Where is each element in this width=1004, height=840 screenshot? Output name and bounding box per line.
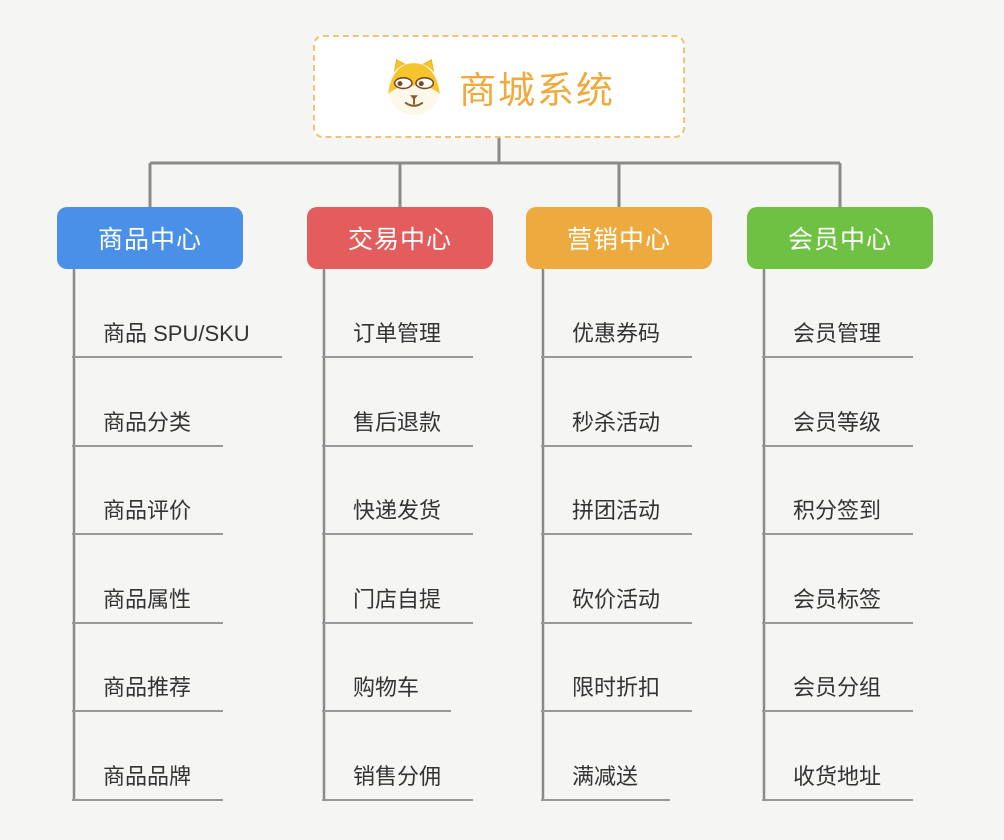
- branch-label: 商品中心: [97, 226, 202, 254]
- leaf-node[interactable]: 会员分组: [762, 672, 914, 712]
- leaf-node[interactable]: 积分签到: [762, 495, 914, 535]
- leaf-node[interactable]: 秒杀活动: [541, 407, 693, 447]
- leaf-node[interactable]: 优惠券码: [541, 318, 693, 358]
- leaf-node[interactable]: 砍价活动: [541, 584, 693, 624]
- root-node[interactable]: 商城系统: [313, 35, 685, 138]
- leaf-node[interactable]: 售后退款: [322, 407, 474, 447]
- leaf-node[interactable]: 商品 SPU/SKU: [72, 318, 282, 358]
- leaf-node[interactable]: 快递发货: [322, 495, 474, 535]
- leaf-node[interactable]: 拼团活动: [541, 495, 693, 535]
- leaf-node[interactable]: 收货地址: [762, 761, 914, 801]
- leaf-node[interactable]: 满减送: [541, 761, 671, 801]
- branch-label: 交易中心: [347, 226, 452, 254]
- branch-node-marketing-center[interactable]: 营销中心: [526, 207, 712, 269]
- leaf-node[interactable]: 会员标签: [762, 584, 914, 624]
- leaf-node[interactable]: 订单管理: [322, 318, 474, 358]
- leaf-node[interactable]: 商品属性: [72, 584, 224, 624]
- leaf-node[interactable]: 会员等级: [762, 407, 914, 447]
- leaf-node[interactable]: 商品推荐: [72, 672, 224, 712]
- leaf-node[interactable]: 商品评价: [72, 495, 224, 535]
- leaf-node[interactable]: 销售分佣: [322, 761, 474, 801]
- branch-node-trade-center[interactable]: 交易中心: [307, 207, 493, 269]
- branch-label: 会员中心: [787, 226, 892, 254]
- branch-label: 营销中心: [566, 226, 671, 254]
- branch-node-product-center[interactable]: 商品中心: [57, 207, 243, 269]
- leaf-node[interactable]: 门店自提: [322, 584, 474, 624]
- leaf-node[interactable]: 会员管理: [762, 318, 914, 358]
- dog-face-icon: [383, 57, 445, 117]
- leaf-node[interactable]: 限时折扣: [541, 672, 693, 712]
- leaf-node[interactable]: 商品品牌: [72, 761, 224, 801]
- branch-node-member-center[interactable]: 会员中心: [747, 207, 933, 269]
- root-title: 商城系统: [459, 69, 615, 111]
- leaf-node[interactable]: 购物车: [322, 672, 452, 712]
- leaf-node[interactable]: 商品分类: [72, 407, 224, 447]
